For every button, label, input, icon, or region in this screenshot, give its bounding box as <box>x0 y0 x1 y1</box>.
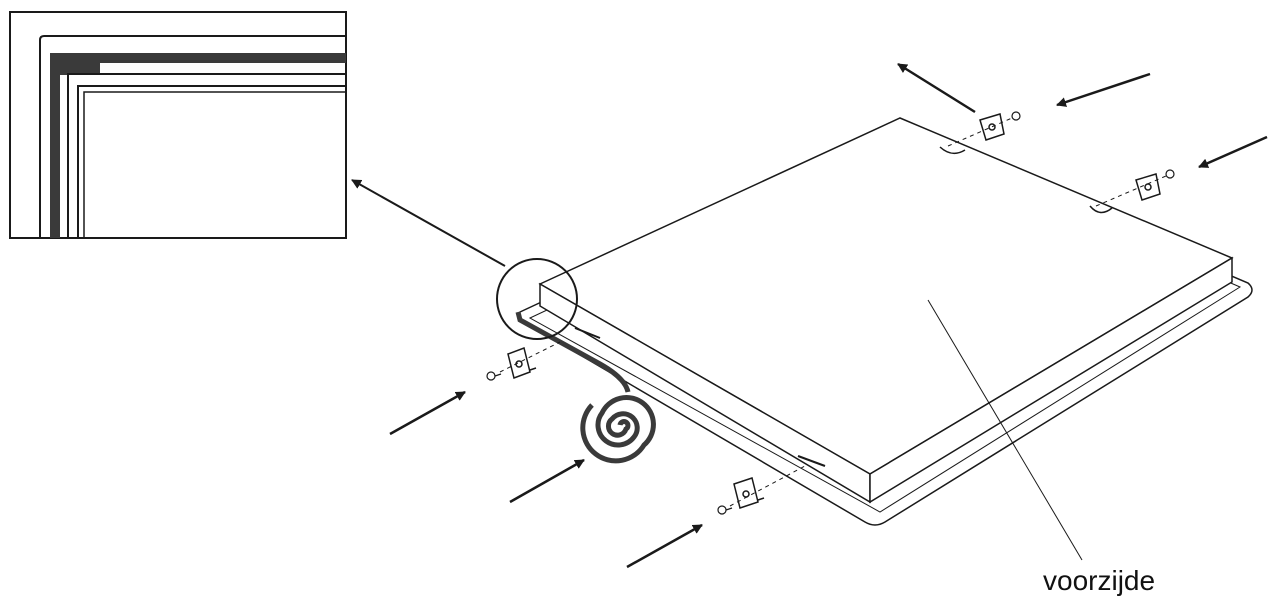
bracket-back-left-icon <box>979 113 1005 141</box>
arrow-back-left-bracket <box>1056 72 1151 107</box>
bracket-guide-back-left <box>947 117 1013 147</box>
bracket-guide-front-right <box>729 465 806 507</box>
panel <box>517 117 1253 526</box>
detail-inset <box>9 11 347 239</box>
seal-roll-icon <box>580 395 656 464</box>
magnifier-circle <box>496 258 578 340</box>
screw-back-left-icon <box>1011 111 1021 121</box>
bracket-guide-front-left <box>499 341 561 373</box>
front-label-leader <box>927 299 1083 561</box>
arrow-left-bracket <box>389 390 466 436</box>
bracket-front-right-icon <box>733 477 765 509</box>
seal-strip <box>515 311 631 393</box>
arrow-back-up-left <box>897 62 976 114</box>
direction-arrows <box>389 62 1268 569</box>
screw-back-right-icon <box>1165 169 1175 179</box>
arrow-back-right-bracket <box>1198 135 1268 169</box>
screw-front-left-icon <box>486 371 502 381</box>
arrow-seal-roll <box>509 458 585 504</box>
front-side-label: voorzijde <box>1043 565 1156 596</box>
arrow-front-right-bracket <box>626 523 703 569</box>
bracket-back-right-icon <box>1135 173 1161 201</box>
bracket-front-left-icon <box>507 347 537 379</box>
inset-arrow <box>351 179 506 267</box>
screw-front-right-icon <box>717 505 733 515</box>
